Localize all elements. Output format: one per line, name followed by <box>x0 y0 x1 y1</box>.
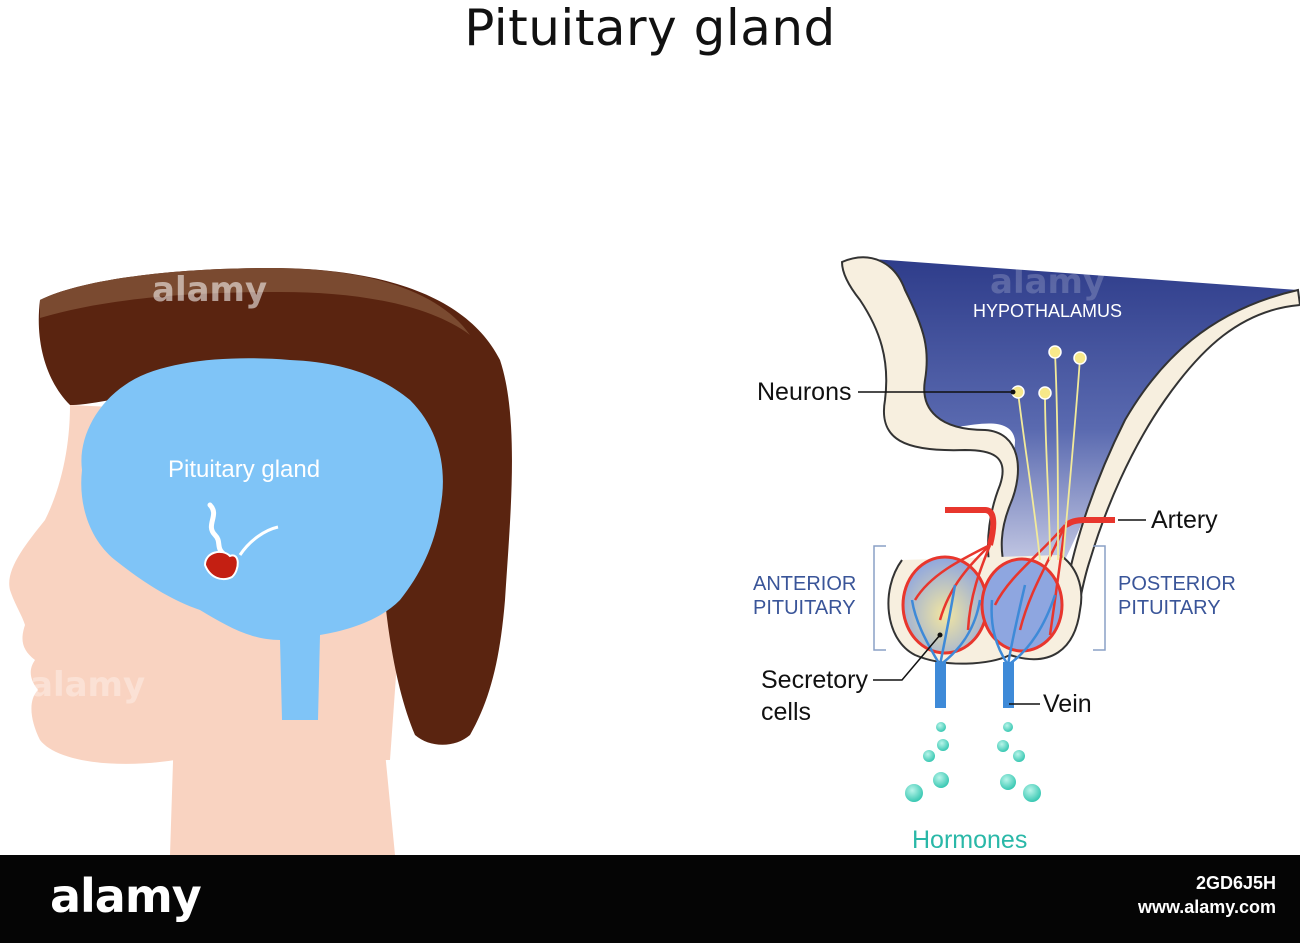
head-illustration <box>9 268 512 855</box>
artery-trunk-left <box>945 507 997 546</box>
hypothalamus-label: HYPOTHALAMUS <box>973 301 1123 321</box>
pituitary-detail <box>840 256 1300 802</box>
watermark-text: alamy <box>990 262 1106 302</box>
image-id-url: www.alamy.com <box>1137 897 1276 917</box>
brain <box>81 358 443 720</box>
artery-label: Artery <box>1151 506 1218 534</box>
anterior-label-line2: PITUITARY <box>753 597 856 619</box>
head-gland-label: Pituitary gland <box>168 456 321 483</box>
lobe-arteries <box>913 524 1067 636</box>
posterior-lobe <box>980 557 1064 653</box>
watermark-text: alamy <box>30 665 146 705</box>
vein-posterior <box>1003 662 1014 708</box>
tissue-wall-right <box>1064 288 1300 602</box>
vein-anterior <box>935 662 946 708</box>
posterior-bracket <box>1093 545 1106 651</box>
secretory-leader-dot <box>937 632 943 638</box>
secretory-label-line2: cells <box>761 698 812 726</box>
hair-highlight <box>40 268 470 335</box>
neuron-axons <box>1017 351 1081 561</box>
secretory-leader <box>873 634 941 681</box>
posterior-label-line2: PITUITARY <box>1118 597 1221 619</box>
watermark-text: alamy <box>152 270 268 310</box>
brand-logo: alamy <box>50 869 202 923</box>
anterior-bracket <box>873 545 886 651</box>
page-title: Pituitary gland <box>464 0 836 57</box>
image-id-code: 2GD6J5H <box>1195 873 1276 893</box>
neurons-leader-dot <box>1010 389 1016 395</box>
vein-label: Vein <box>1043 690 1092 718</box>
hormones-label: Hormones <box>912 826 1028 854</box>
anterior-label-line1: ANTERIOR <box>753 573 857 595</box>
hypothalamus-region <box>860 258 1298 570</box>
neuron-bodies <box>1011 345 1087 400</box>
neurons-label: Neurons <box>757 378 852 406</box>
posterior-label-line1: POSTERIOR <box>1118 573 1236 595</box>
image-id: 2GD6J5H www.alamy.com <box>1138 871 1276 919</box>
watermark-footer: alamy 2GD6J5H www.alamy.com <box>0 855 1300 943</box>
lobe-veins <box>910 584 1057 667</box>
head-gland-stalk <box>207 502 228 558</box>
hormone-droplets <box>905 722 1041 802</box>
head-gland <box>203 550 239 581</box>
secretory-label-line1: Secretory <box>761 666 868 694</box>
head-gland-pointer <box>238 525 279 556</box>
